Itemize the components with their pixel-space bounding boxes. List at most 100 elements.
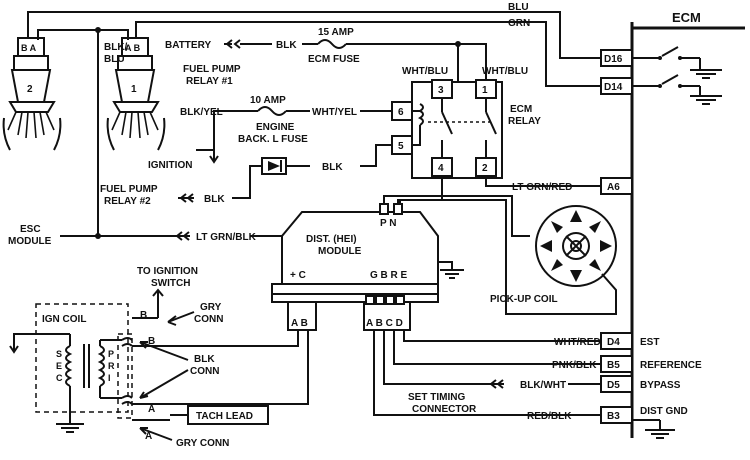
esc-module-label-line1: ESC xyxy=(20,224,41,235)
module-plus-c-label: + C xyxy=(290,270,306,281)
module-ground xyxy=(438,261,464,279)
ecm-terminal-d14: D14 xyxy=(600,77,633,95)
coil-terminal-a-label: A xyxy=(148,404,155,415)
module-abcd-label: A B C D xyxy=(366,318,403,329)
ecm-terminal-d5-label: D5 xyxy=(607,380,620,391)
gry-conn-top-label-line2: CONN xyxy=(194,314,223,325)
fuel-pump-relay-1-label-line2: RELAY #1 xyxy=(186,76,233,87)
blk-conn-box xyxy=(117,333,133,419)
ecm-function-est: EST xyxy=(640,337,659,348)
dist-module-label-line2: MODULE xyxy=(318,246,362,257)
gry-conn-bottom-label: GRY CONN xyxy=(176,438,229,449)
wire-blk-relay-label: BLK xyxy=(322,162,343,173)
pickup-coil: PICK-UP COIL xyxy=(490,205,617,315)
injector-2: B A 2 xyxy=(2,37,62,151)
wire-blu-label: BLU xyxy=(508,2,529,13)
ignition-label: IGNITION xyxy=(148,160,192,171)
relay-pin-1: 1 xyxy=(482,85,488,96)
esc-module-circuit: LT GRN/BLK ESC MODULE xyxy=(8,224,298,247)
esc-module-label-line2: MODULE xyxy=(8,236,52,247)
set-timing-label-line2: CONNECTOR xyxy=(412,404,477,415)
ecm-function-bypass: BYPASS xyxy=(640,380,681,391)
relay-pin-4: 4 xyxy=(438,163,444,174)
blk-conn-label-line2: CONN xyxy=(190,366,219,377)
injector-1-number: 1 xyxy=(131,84,137,95)
ecm-terminal-a6: A6 xyxy=(600,177,633,195)
battery-circuit: BATTERY BLK 15 AMP ECM FUSE WHT/BLU WHT/… xyxy=(165,27,528,84)
relay-pin-5: 5 xyxy=(398,141,404,152)
ecm-terminal-d5: D5 xyxy=(600,375,633,393)
wire-blk-blu-label-line2: BLU xyxy=(104,54,125,65)
fuel-pump-relay-2-label-line2: RELAY #2 xyxy=(104,196,151,207)
wire-pnk-blk-label: PNK/BLK xyxy=(552,360,597,371)
ecm-terminal-d16-label: D16 xyxy=(604,54,623,65)
ecm-terminal-a6-label: A6 xyxy=(607,182,620,193)
relay-diode-circuit: BLK BLK FUEL PUMP RELAY #2 xyxy=(100,144,392,207)
ecm-terminal-d16: D16 xyxy=(600,49,633,67)
dist-hei-module: DIST. (HEI) MODULE P N + C G B R E A B A… xyxy=(271,203,439,331)
wire-blk-battery-label: BLK xyxy=(276,40,297,51)
fuel-pump-relay-2-label-line1: FUEL PUMP xyxy=(100,184,158,195)
ecm-relay: 3 1 6 5 4 2 ECM RELAY xyxy=(391,79,541,179)
battery-label: BATTERY xyxy=(165,40,211,51)
coil-terminal-b-label: B xyxy=(148,336,155,347)
ecm-fuse-label: ECM FUSE xyxy=(308,54,360,65)
ecm-terminal-d4-label: D4 xyxy=(607,337,620,348)
pri-letter-p: P xyxy=(108,349,114,359)
wire-blk-fp2-label: BLK xyxy=(204,194,225,205)
fuel-pump-relay-1-label-line1: FUEL PUMP xyxy=(183,64,241,75)
ecm-title: ECM xyxy=(672,10,701,25)
wire-grn-label: GRN xyxy=(508,18,530,29)
gry-terminal-a-label: A xyxy=(145,431,152,442)
to-ignition-label-line2: SWITCH xyxy=(151,278,190,289)
sec-letter-e: E xyxy=(56,361,62,371)
wire-blk-wht-label: BLK/WHT xyxy=(520,380,566,391)
wire-wht-yel-label: WHT/YEL xyxy=(312,107,357,118)
ecm-relay-label-line2: RELAY xyxy=(508,116,541,127)
sec-letter-c: C xyxy=(56,373,63,383)
sec-letter-s: S xyxy=(56,349,62,359)
ecm-function-reference: REFERENCE xyxy=(640,360,702,371)
injector-1: A B 1 xyxy=(106,37,166,151)
pickup-coil-label: PICK-UP COIL xyxy=(490,294,558,305)
wire-red-blk-label: RED/BLK xyxy=(527,411,572,422)
wire-lt-grn-blk-label: LT GRN/BLK xyxy=(196,232,257,243)
injector-power-wire: BLK/ BLU xyxy=(37,27,129,236)
ignition-coil-section: TO IGNITION SWITCH GRY CONN IGN COIL S E… xyxy=(9,266,309,449)
set-timing-label-line1: SET TIMING xyxy=(408,392,465,403)
blk-conn-label-line1: BLK xyxy=(194,354,215,365)
pri-letter-r: R xyxy=(108,361,115,371)
to-ignition-label-line1: TO IGNITION xyxy=(137,266,198,277)
injector-2-connector-label: B A xyxy=(21,43,37,53)
ecm-terminal-b5: B5 xyxy=(600,355,633,373)
fuse-10-amp-label: 10 AMP xyxy=(250,95,286,106)
ecm-relay-label-line1: ECM xyxy=(510,104,532,115)
gry-conn-top-label-line1: GRY xyxy=(200,302,222,313)
relay-pin-2: 2 xyxy=(482,163,488,174)
module-to-ecm-wires: WHT/RED PNK/BLK BLK/WHT SET TIMING CONNE… xyxy=(373,330,601,422)
engine-fuse-circuit: FUEL PUMP RELAY #1 BLK/YEL WHT/YEL 10 AM… xyxy=(148,64,392,171)
pickup-coil-wires xyxy=(383,195,530,250)
tach-lead-label: TACH LEAD xyxy=(196,411,253,422)
pri-letter-i: I xyxy=(108,373,111,383)
relay-pin-6: 6 xyxy=(398,107,404,118)
wire-blk-yel-label: BLK/YEL xyxy=(180,107,223,118)
ecm-terminal-b3-label: B3 xyxy=(607,411,620,422)
module-pn-label: P N xyxy=(380,218,397,229)
ecm-function-dist-gnd: DIST GND xyxy=(640,406,688,417)
engine-fuse-label-line2: BACK. L FUSE xyxy=(238,134,308,145)
ecm-dist-ground xyxy=(632,419,675,439)
module-ab-label: A B xyxy=(291,318,308,329)
ign-coil-box xyxy=(35,303,129,413)
engine-fuse-label-line1: ENGINE xyxy=(256,122,295,133)
module-gbre-label: G B R E xyxy=(370,270,408,281)
ecm-terminal-b5-label: B5 xyxy=(607,360,620,371)
injector-signal-wires: BLU GRN xyxy=(27,2,601,87)
wire-wht-red-label: WHT/RED xyxy=(554,337,601,348)
dist-module-label-line1: DIST. (HEI) xyxy=(306,234,357,245)
relay-pin-3: 3 xyxy=(438,85,444,96)
injector-2-number: 2 xyxy=(27,84,33,95)
wire-lt-grn-red-label: LT GRN/RED xyxy=(512,182,572,193)
injector-1-connector-label: A B xyxy=(125,43,141,53)
